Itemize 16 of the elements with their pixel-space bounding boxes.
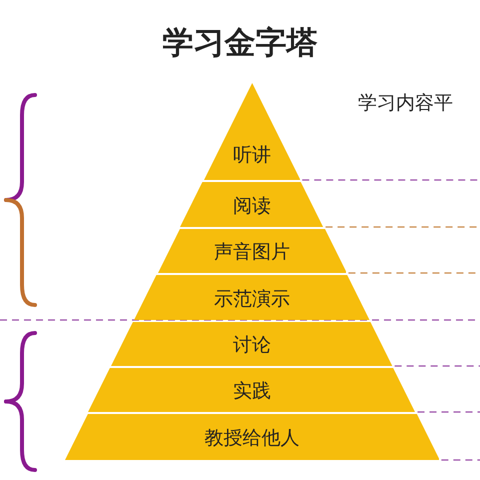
pyramid-layer	[204, 83, 300, 180]
layer-label: 教授给他人	[203, 427, 300, 451]
layer-label: 阅读	[232, 194, 272, 218]
pyramid-layer	[88, 368, 416, 412]
side-label: 学习内容平	[358, 92, 453, 116]
layer-label: 实践	[232, 380, 272, 404]
pyramid-layer	[111, 322, 393, 366]
layer-label: 示范演示	[212, 288, 291, 312]
pyramid-layer	[180, 182, 324, 227]
title: 学习金字塔	[162, 24, 318, 62]
layer-label: 听讲	[232, 144, 272, 168]
layer-label: 讨论	[232, 334, 272, 358]
layer-label: 声音图片	[212, 241, 291, 265]
pyramid-layer	[134, 275, 370, 320]
pyramid-layer	[158, 229, 346, 273]
pyramid-layer	[64, 414, 440, 460]
